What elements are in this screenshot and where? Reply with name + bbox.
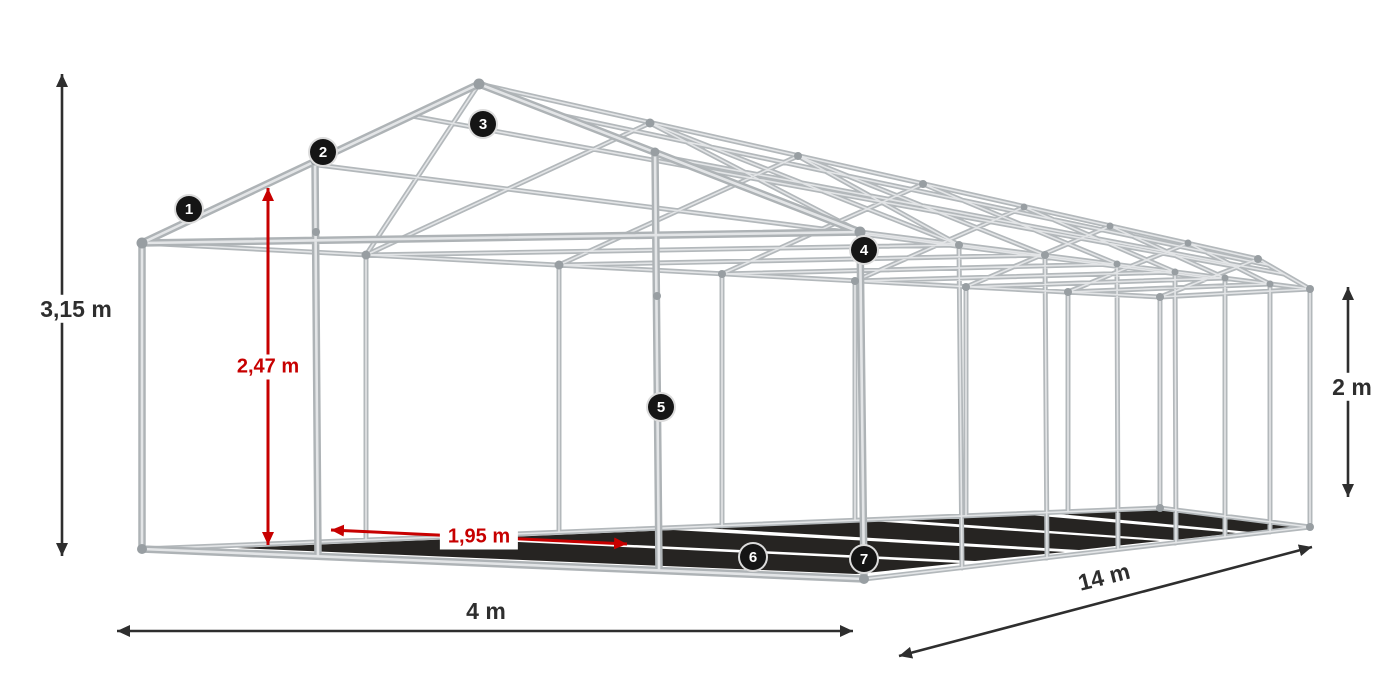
length-arrow (898, 544, 1313, 659)
hotspot-marker-3[interactable]: 3 (468, 109, 498, 139)
dimension-label-ridge-clearance: 2,47 m (228, 354, 308, 380)
tent-frame-joints (136, 78, 1314, 584)
dimension-label-entrance-width: 1,95 m (439, 524, 519, 550)
hotspot-marker-6[interactable]: 6 (738, 542, 768, 572)
hotspot-marker-7[interactable]: 7 (849, 544, 879, 574)
dimension-label-total-height: 3,15 m (32, 294, 120, 324)
hotspot-marker-5[interactable]: 5 (646, 392, 676, 422)
dimension-label-width: 4 m (458, 596, 514, 626)
ground-shadow (237, 509, 1302, 574)
hotspot-marker-2[interactable]: 2 (308, 137, 338, 167)
dimension-label-side-height: 2 m (1324, 372, 1380, 402)
hotspot-marker-1[interactable]: 1 (174, 194, 204, 224)
hotspot-marker-4[interactable]: 4 (849, 235, 879, 265)
